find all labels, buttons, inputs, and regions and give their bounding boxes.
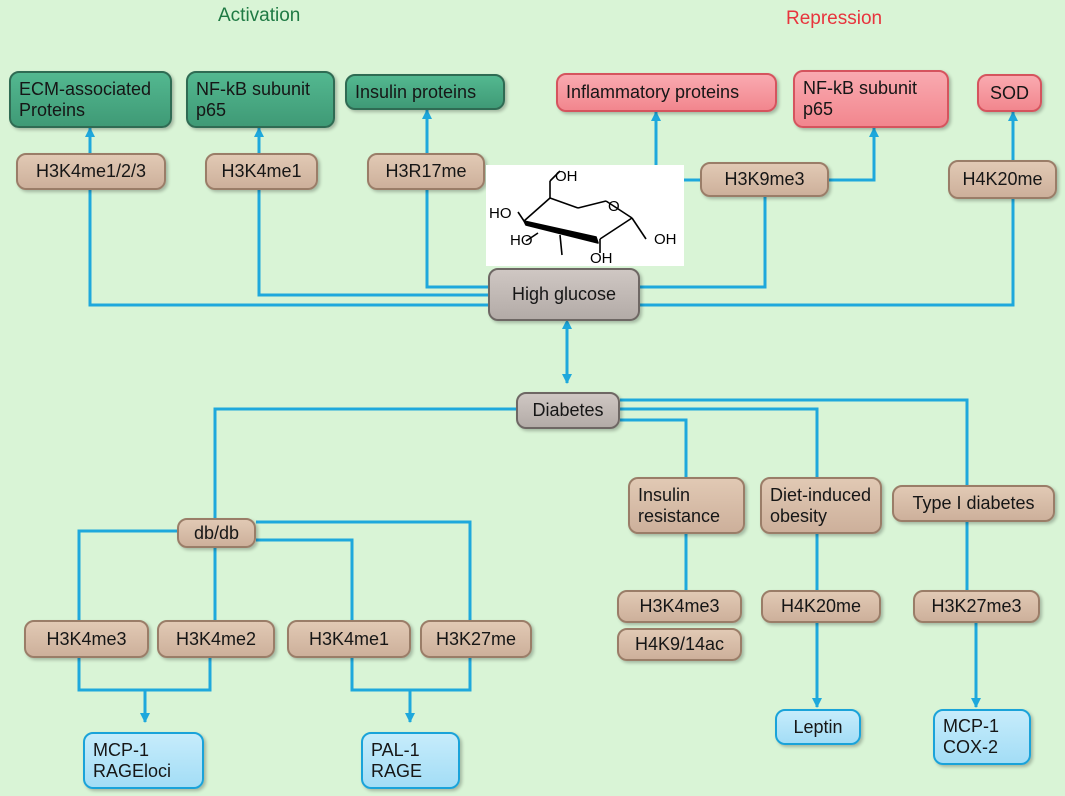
diabetes-node: Diabetes [516,392,620,429]
insulin-resistance-node: Insulin resistance [628,477,745,534]
line-h3k4me1-h3k27me-merge [350,658,472,692]
line-dbdb-h3k4me1 [256,538,354,620]
dbdb-h3k27me-mark: H3K27me [420,620,532,658]
ir-h3k4me3-mark: H3K4me3 [617,590,742,623]
sod-box: SOD [977,74,1042,112]
line-h3k4me3-h3k4me2-merge [77,658,212,692]
activation-heading: Activation [218,5,301,26]
line-glucose-h3k9me3 [640,196,767,289]
molecule-label-oh-bottom: OH [590,250,613,266]
molecule-label-oh-top: OH [555,168,578,185]
line-glucose-h3k4me1 [257,190,488,297]
h3k4me1-2-3-mark: H3K4me1/2/3 [16,153,166,190]
type-1-diabetes-node: Type I diabetes [892,485,1055,522]
line-diabetes-insulin-resistance [620,418,688,477]
pal1-rage-outcome: PAL-1 RAGE [361,732,460,789]
h4k20me-top-mark: H4K20me [948,160,1057,199]
dbdb-h3k4me2-mark: H3K4me2 [157,620,275,658]
molecule-label-oh-right: OH [654,231,677,248]
mcp1-rage-loci-outcome: MCP-1 RAGEloci [83,732,204,789]
line-diabetes-type1 [620,398,969,485]
h3k4me1-top-mark: H3K4me1 [205,153,318,190]
obesity-h4k20me-mark: H4K20me [761,590,881,623]
line-dbdb-h3k4me3 [77,529,177,620]
diet-induced-obesity-node: Diet-induced obesity [760,477,882,534]
dbdb-h3k4me1-mark: H3K4me1 [287,620,411,658]
h3k9me3-mark: H3K9me3 [700,162,829,197]
arrow-h3k9me3-nfkb [829,127,879,182]
line-glucose-h3k4me123 [88,190,488,307]
ecm-associated-proteins-box: ECM-associated Proteins [9,71,172,128]
line-dbdb-h3k27me [256,520,472,620]
molecule-label-ho-lower: HO [510,232,533,249]
high-glucose-node: High glucose [488,268,640,321]
db-db-node: db/db [177,518,256,548]
nfkb-p65-repression-box: NF-kB subunit p65 [793,70,949,128]
insulin-proteins-box: Insulin proteins [345,74,505,110]
t1d-h3k27me3-mark: H3K27me3 [913,590,1040,623]
line-glucose-h3r17me [425,190,488,289]
ir-h4k9-14ac-mark: H4K9/14ac [617,628,742,661]
mcp1-cox2-outcome: MCP-1 COX-2 [933,709,1031,765]
h3r17me-mark: H3R17me [367,153,485,190]
line-diabetes-dbdb [213,407,516,518]
line-diabetes-obesity [620,407,819,477]
line-glucose-h4k20me [640,199,1015,307]
inflammatory-proteins-box: Inflammatory proteins [556,73,777,112]
molecule-label-ho-left: HO [489,205,512,222]
leptin-outcome: Leptin [775,709,861,745]
dbdb-h3k4me3-mark: H3K4me3 [24,620,149,658]
nfkb-p65-activation-box: NF-kB subunit p65 [186,71,335,128]
molecule-label-ring-o: O [608,198,620,215]
repression-heading: Repression [786,8,883,29]
glucose-structure-image: OH HO O HO OH OH OH [486,165,684,266]
